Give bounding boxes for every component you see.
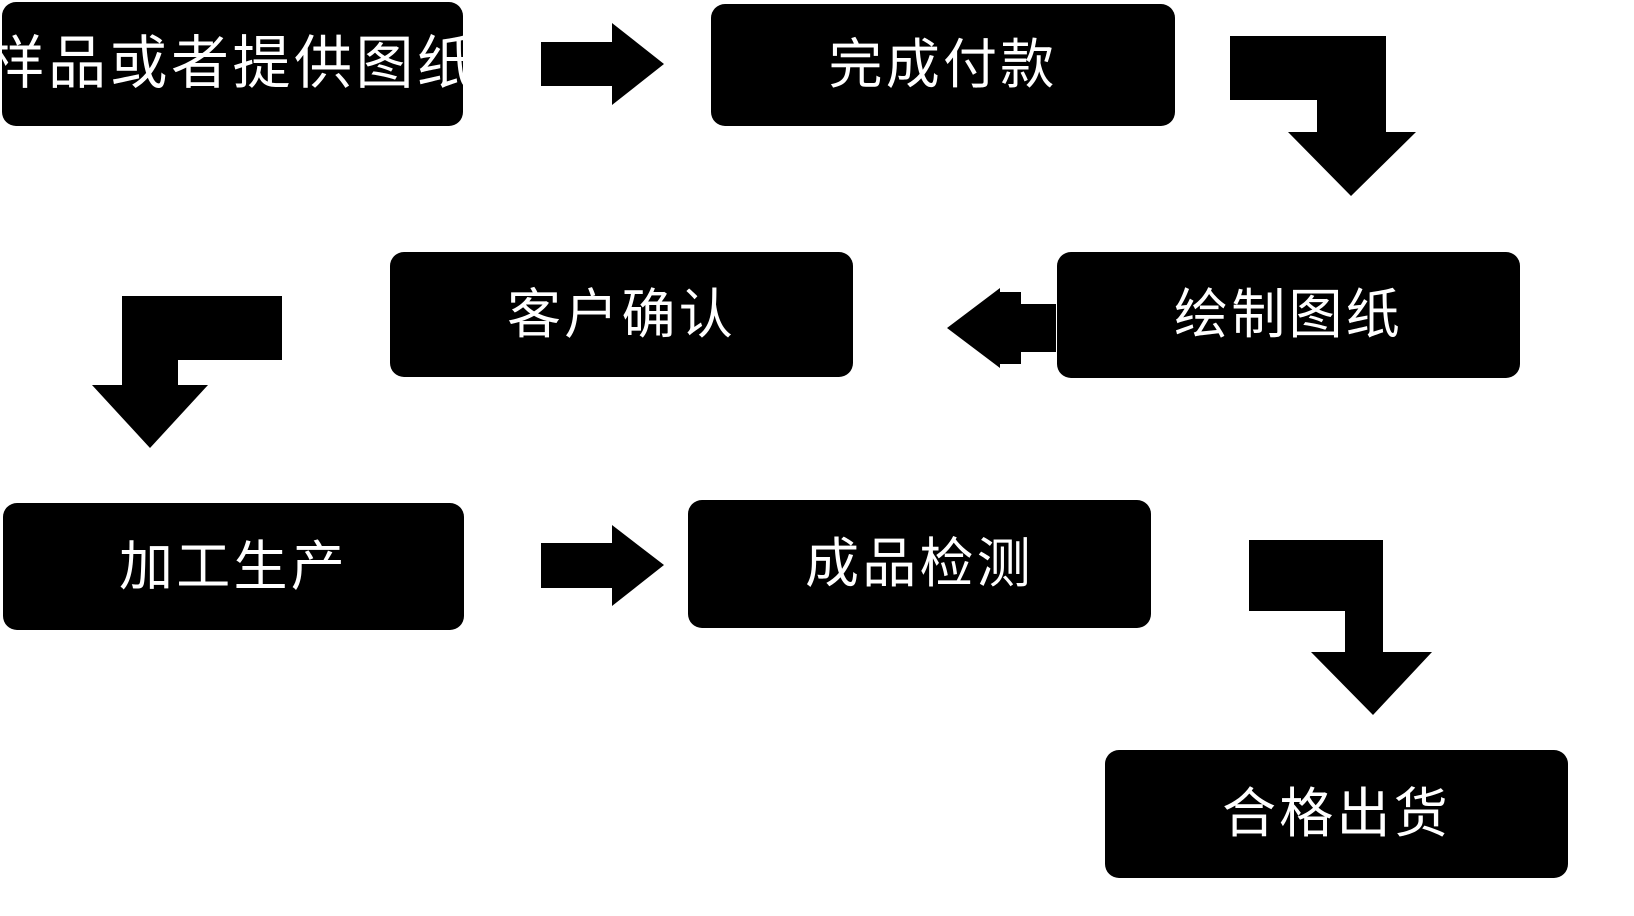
flow-node-label: 客户确认 xyxy=(507,284,736,345)
arrow-right-sample-to-payment xyxy=(541,23,664,105)
arrow-left-shaft xyxy=(998,304,1056,352)
flow-node-sample-drawing[interactable]: 样品或者提供图纸 xyxy=(0,2,475,126)
flow-node-finished-inspection[interactable]: 成品检测 xyxy=(688,500,1151,628)
arrow-elbow-payment-to-drawing xyxy=(1230,36,1416,196)
flow-node-customer-confirm[interactable]: 客户确认 xyxy=(390,252,853,377)
flow-node-production[interactable]: 加工生产 xyxy=(3,503,464,630)
flow-node-complete-payment[interactable]: 完成付款 xyxy=(711,4,1175,126)
arrow-elbow-confirm-to-production xyxy=(92,296,282,448)
flow-node-label: 样品或者提供图纸 xyxy=(0,31,479,96)
arrow-elbow-inspection-to-shipment xyxy=(1249,540,1432,715)
flow-node-label: 加工生产 xyxy=(119,536,348,597)
arrow-right-production-to-inspection xyxy=(541,525,664,606)
flow-node-label: 完成付款 xyxy=(828,35,1058,95)
arrow-left-drawing-to-confirm xyxy=(947,288,1021,368)
flow-node-label: 合格出货 xyxy=(1222,784,1451,844)
flow-node-draw-drawing[interactable]: 绘制图纸 xyxy=(1057,252,1520,378)
flow-node-label: 绘制图纸 xyxy=(1174,285,1403,345)
flow-node-qualified-shipment[interactable]: 合格出货 xyxy=(1105,750,1568,878)
flow-node-label: 成品检测 xyxy=(805,534,1034,594)
